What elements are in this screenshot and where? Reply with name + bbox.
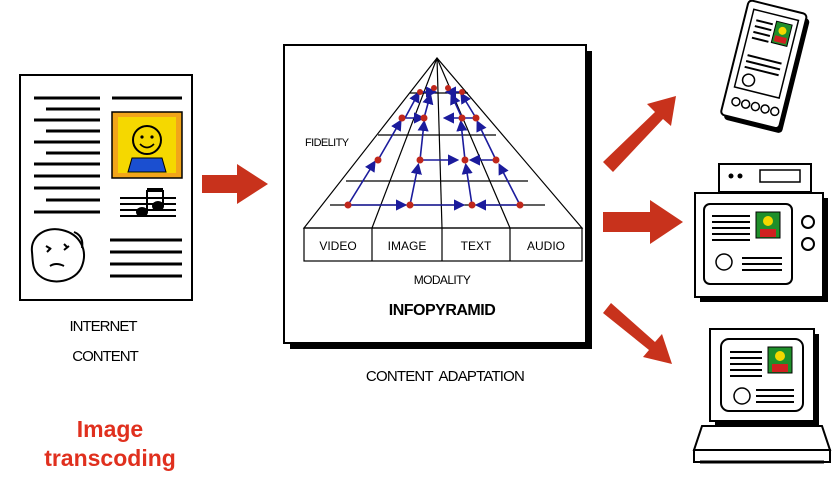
title-line1: Image [77,416,143,442]
internet-content-document [19,74,193,301]
modality-axis-label: MODALITY [414,273,471,287]
arrow-to-computer [603,303,672,364]
smiley-face-icon [111,111,183,179]
handheld-device-icon [720,0,810,133]
title-line2: transcoding [44,445,176,471]
arrow-to-pyramid [202,164,268,204]
desktop-computer-icon [692,328,832,464]
infopyramid-panel: FIDELITY VIDEO IMAGE TEXT AUDIO MODALITY… [283,44,592,349]
fidelity-axis-label: FIDELITY [305,137,350,149]
television-icon [694,163,828,302]
arrow-to-handheld [603,96,676,172]
sketch-face-icon [30,228,85,283]
modality-video: VIDEO [319,239,356,253]
infopyramid-title: INFOPYRAMID [389,302,496,319]
music-notes-icon [120,188,176,217]
modality-image: IMAGE [388,239,427,253]
content-adaptation-label: CONTENT ADAPTATION [366,368,524,385]
modality-text: TEXT [461,239,492,253]
source-caption-line1: INTERNET [70,318,138,335]
source-caption-line2: CONTENT [72,348,138,365]
arrow-to-television [603,200,683,244]
modality-audio: AUDIO [527,239,565,253]
